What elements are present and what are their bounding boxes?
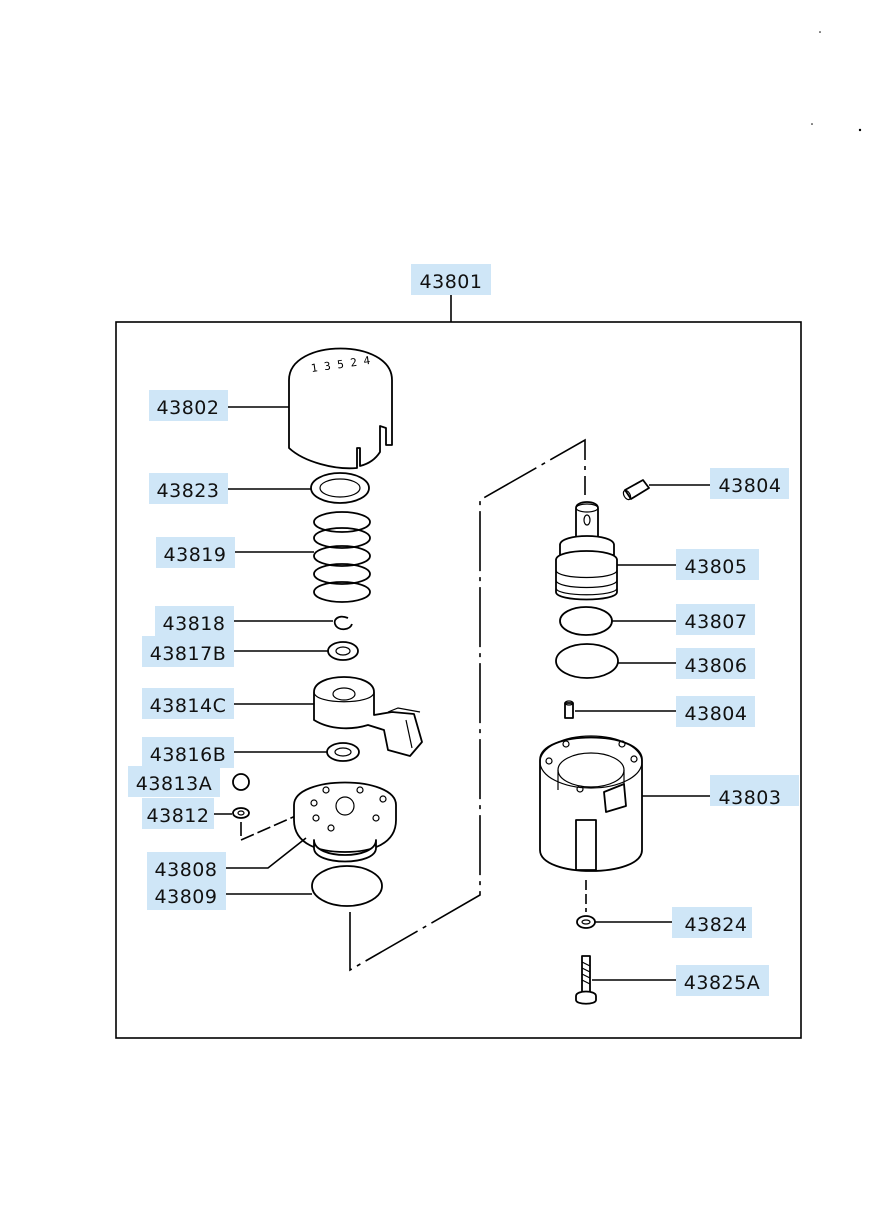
label-43817B[interactable]: 43817B [142,636,234,667]
screw-43825A [575,955,597,1005]
pin-43804-top [622,479,650,501]
ball-43813A [232,773,250,791]
label-43814C-text: 43814C [150,695,227,717]
leader-43808 [226,837,307,869]
label-43823[interactable]: 43823 [149,473,228,504]
label-43807-text: 43807 [685,611,748,633]
label-43813A[interactable]: 43813A [128,766,220,797]
label-43812[interactable]: 43812 [142,798,214,829]
assembly-axis-43812 [240,813,301,842]
washer-43823 [310,472,370,504]
label-43825A[interactable]: 43825A [676,965,769,996]
label-43817B-text: 43817B [150,643,226,665]
label-43808[interactable]: 43808 [147,852,226,883]
label-43805-text: 43805 [685,556,748,578]
shift-knob: 1 3 5 2 4 [288,347,393,470]
label-43824-text: 43824 [685,914,748,936]
body-43803 [539,735,643,872]
label-43818-text: 43818 [163,613,226,635]
spring-43812 [232,807,250,819]
oring-43807 [559,606,613,636]
spring-43819 [313,511,371,603]
label-43813A-text: 43813A [136,773,212,795]
label-43804-top[interactable]: 43804 [710,468,789,499]
oring-43806 [555,643,619,679]
label-43807[interactable]: 43807 [676,604,755,635]
label-43818[interactable]: 43818 [155,606,234,637]
label-43809-text: 43809 [155,886,218,908]
label-43812-text: 43812 [147,805,210,827]
speck [819,31,821,33]
speck [811,123,813,125]
lever-43814C [313,676,423,757]
clip-43818 [333,615,353,631]
label-43801[interactable]: 43801 [411,264,491,295]
label-43803-text: 43803 [719,787,782,809]
label-43819[interactable]: 43819 [156,537,235,568]
speck [858,128,862,132]
label-43802[interactable]: 43802 [149,390,228,421]
washer-43816B [326,742,360,762]
assembly-axis-main [349,438,586,972]
oring-43809 [311,865,383,907]
label-43825A-text: 43825A [684,972,760,994]
pin-43804-mid [564,700,574,719]
label-43819-text: 43819 [164,544,227,566]
label-43804-mid[interactable]: 43804 [676,696,755,727]
housing-43808 [293,781,397,863]
washer-43817B [327,641,359,661]
assembly-frame [115,321,802,1039]
label-43823-text: 43823 [157,480,220,502]
label-43804-top-text: 43804 [719,475,782,497]
washer-43824 [576,915,596,929]
label-43803[interactable]: 43803 [710,775,799,809]
label-43816B-text: 43816B [150,744,226,766]
label-43814C[interactable]: 43814C [142,688,234,719]
label-43806[interactable]: 43806 [676,648,755,679]
label-43805[interactable]: 43805 [676,549,759,580]
label-43809[interactable]: 43809 [147,879,226,910]
label-43824[interactable]: 43824 [672,907,752,938]
label-43808-text: 43808 [155,859,218,881]
shaft-43805 [555,501,618,601]
label-43802-text: 43802 [157,397,220,419]
label-43804-mid-text: 43804 [685,703,748,725]
label-43801-text: 43801 [420,271,483,293]
label-43816B[interactable]: 43816B [142,737,234,768]
label-43806-text: 43806 [685,655,748,677]
